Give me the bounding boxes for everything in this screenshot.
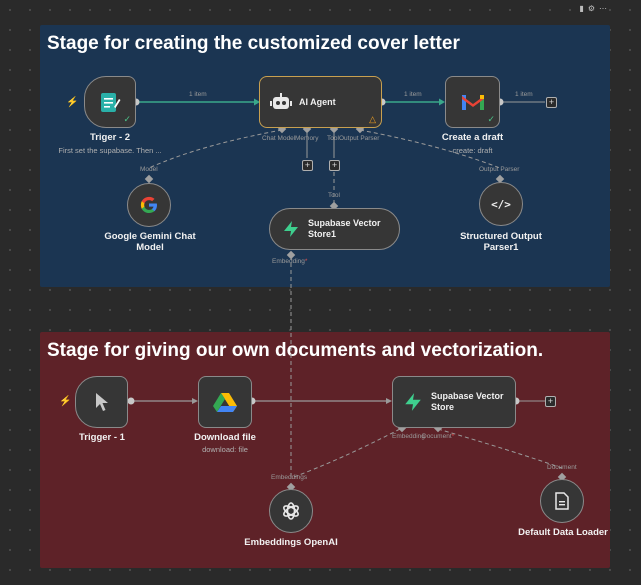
node-title: Triger - 2: [89, 132, 131, 143]
node-structured-output-parser[interactable]: </>: [479, 182, 523, 226]
node-create-draft[interactable]: ✓: [445, 76, 500, 128]
node-title: AI Agent: [299, 96, 336, 107]
add-node-button[interactable]: +: [545, 396, 556, 407]
label-output-parser: Output Parser: [339, 135, 380, 142]
success-check-icon: ✓: [123, 114, 131, 124]
more-icon[interactable]: ⋯: [599, 4, 611, 13]
trash-icon[interactable]: ▮: [579, 4, 588, 13]
label-document-out: Document: [547, 464, 577, 471]
connection-agent-parser: [359, 129, 501, 169]
node-trigger-1[interactable]: [75, 376, 128, 428]
label-tool: Tool: [327, 135, 339, 142]
label-document: Document*: [422, 433, 455, 440]
label-embedding: Embedding*: [272, 258, 308, 265]
add-tool-button[interactable]: +: [329, 160, 340, 171]
bolt-icon: ⚡: [59, 396, 72, 407]
supabase-icon: [403, 392, 423, 412]
handle-model-in: [144, 174, 154, 184]
supabase-icon: [282, 220, 300, 238]
node-title: Default Data Loader: [518, 527, 608, 538]
label-embedding2: Embedding: [392, 433, 425, 440]
node-subtitle: download: file: [202, 445, 248, 454]
sticky-note-cover-letter[interactable]: Stage for creating the customized cover …: [40, 25, 610, 287]
node-embeddings-openai[interactable]: [269, 489, 313, 533]
canvas-toolbar: ▮⚙⋯: [579, 4, 611, 13]
node-ai-agent[interactable]: AI Agent △: [259, 76, 382, 128]
gmail-icon: [461, 93, 485, 111]
node-subtitle: create: draft: [452, 146, 493, 155]
google-drive-icon: [213, 392, 237, 413]
code-icon: </>: [491, 197, 511, 211]
handle-parser-in: [495, 174, 505, 184]
sticky-note-vectorization[interactable]: Stage for giving our own documents and v…: [40, 332, 610, 568]
connection-agent-model: [148, 129, 283, 169]
label-model: Model: [140, 166, 158, 173]
node-title: Embeddings OpenAI: [244, 537, 338, 548]
node-title: Download file: [194, 432, 256, 443]
add-node-button[interactable]: +: [546, 97, 557, 108]
node-default-data-loader[interactable]: [540, 479, 584, 523]
label-memory: Memory: [295, 135, 319, 142]
add-memory-button[interactable]: +: [302, 160, 313, 171]
node-title: Create a draft: [441, 132, 504, 143]
node-gemini-model[interactable]: [127, 183, 171, 227]
bolt-icon: ⚡: [66, 97, 79, 108]
robot-icon: [270, 92, 292, 112]
label-embeddings-out: Embeddings: [271, 474, 308, 481]
edge-label-items: 1 item: [515, 91, 533, 98]
node-subtitle: First set the supabase. Then ...: [58, 146, 162, 155]
edge-label-items: 1 item: [189, 91, 207, 98]
connection-supabase-loader: [437, 428, 563, 469]
handle-embedding: [286, 250, 296, 260]
label-tool-in: Tool: [328, 192, 340, 199]
warning-icon: △: [369, 114, 376, 124]
settings-icon[interactable]: ⚙: [587, 4, 599, 13]
form-icon: [99, 90, 121, 114]
document-icon: [555, 492, 569, 510]
cursor-icon: [93, 391, 111, 413]
sticky-title: Stage for giving our own documents and v…: [47, 340, 544, 361]
node-download-file[interactable]: [198, 376, 252, 428]
success-check-icon: ✓: [487, 114, 495, 124]
node-triger-2[interactable]: ✓: [84, 76, 136, 128]
connection-supabase-embeddings: [290, 428, 401, 479]
sticky-title: Stage for creating the customized cover …: [47, 33, 460, 54]
edge-label-items: 1 item: [404, 91, 422, 98]
label-output-parser-in: Output Parser: [479, 166, 520, 173]
openai-icon: [281, 501, 301, 521]
google-icon: [140, 196, 158, 214]
node-title: Trigger - 1: [79, 432, 125, 443]
label-chat-model: Chat Model: [262, 135, 296, 142]
